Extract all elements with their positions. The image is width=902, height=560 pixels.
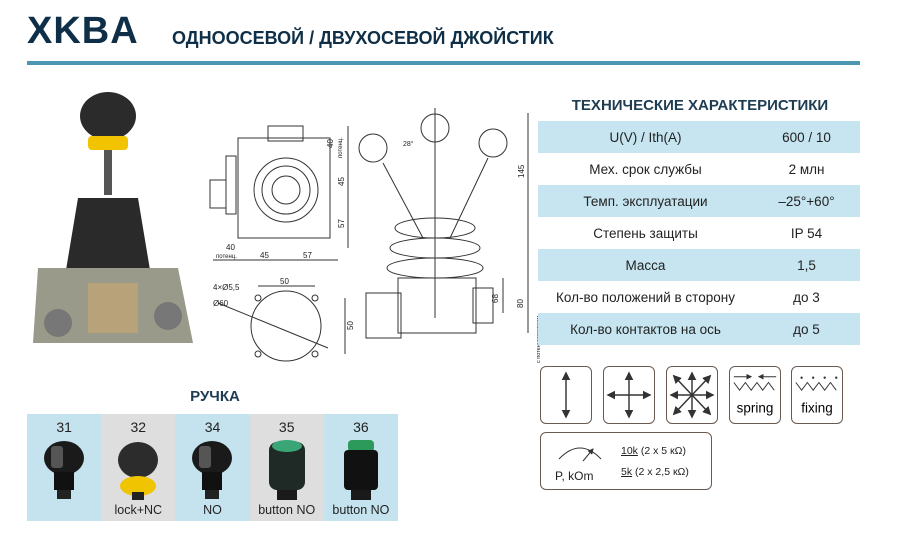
- dim-68: 68: [491, 294, 500, 303]
- one-axis-icon: [540, 366, 592, 424]
- spec-key: Масса: [625, 257, 666, 273]
- dim-57: 57: [303, 251, 312, 260]
- dim-50-h: 50: [346, 321, 355, 330]
- spec-row: Степень защиты IP 54: [538, 217, 860, 249]
- spring-label: spring: [737, 400, 774, 415]
- handle-36: 36 button NO: [323, 414, 399, 521]
- spec-key: Кол-во контактов на ось: [570, 321, 721, 337]
- dim-45: 45: [260, 251, 269, 260]
- handle-caption: button NO: [332, 503, 390, 517]
- spec-row: U(V) / Ith(A) 600 / 10: [538, 121, 860, 153]
- opt1-value: 10k: [621, 445, 638, 457]
- handle-number: 35: [278, 419, 295, 435]
- fixing-icon: fixing: [791, 366, 843, 424]
- spec-row: Темп. эксплуатации –25°+60°: [538, 185, 860, 217]
- handle-number: 32: [130, 419, 147, 435]
- spec-key: Кол-во положений в сторону: [556, 289, 735, 305]
- spec-key: Степень защиты: [593, 225, 698, 241]
- handle-number: 34: [204, 419, 221, 435]
- potentiometer-box: P, kOm 10k (2 x 5 кΩ) 5k (2 x 2,5 кΩ): [540, 432, 712, 490]
- fixing-label: fixing: [801, 400, 832, 415]
- product-title: XKBA: [27, 10, 139, 52]
- handle-32: 32 lock+NC: [101, 414, 176, 521]
- handle-image: [44, 441, 84, 499]
- spec-key: Мех. срок службы: [589, 161, 702, 177]
- spec-row: Кол-во положений в сторону до 3: [538, 281, 860, 313]
- spec-key: Темп. эксплуатации: [583, 193, 708, 209]
- opt2-desc: (2 x 2,5 кΩ): [635, 466, 689, 478]
- product-subtitle: ОДНООСЕВОЙ / ДВУХОСЕВОЙ ДЖОЙСТИК: [172, 28, 554, 48]
- dim-poten: потенц.: [216, 254, 237, 260]
- dimension-drawings: 40 потенц. 45 57 40 потенц. 45 57 50 4×Ø…: [209, 108, 542, 363]
- spec-value: 2 млн: [788, 161, 825, 177]
- dim-poten-top: потенц.: [338, 137, 344, 158]
- spec-value: –25°+60°: [778, 193, 835, 209]
- handle-caption: lock+NC: [114, 503, 163, 517]
- dim-145: 145: [517, 164, 526, 178]
- opt2-value: 5k: [621, 466, 633, 478]
- header-divider: [27, 61, 860, 65]
- handle-image: [268, 440, 305, 500]
- spec-row: Масса 1,5: [538, 249, 860, 281]
- resistance-label: P, kOm: [555, 469, 594, 483]
- handle-35: 35 button NO: [249, 414, 324, 521]
- handle-image: [192, 441, 233, 499]
- handles-title: РУЧКА: [190, 388, 240, 405]
- handle-caption: button NO: [258, 503, 316, 517]
- dim-80: 80: [516, 299, 525, 308]
- spec-value: 600 / 10: [782, 129, 831, 145]
- spec-value: до 5: [793, 321, 820, 337]
- dim-angle: 28°: [403, 140, 414, 148]
- dim-50-w: 50: [280, 277, 289, 286]
- spec-value: IP 54: [790, 225, 823, 241]
- spec-value: до 3: [793, 289, 820, 305]
- handle-caption: NO: [203, 503, 222, 517]
- joystick-photo: [33, 92, 193, 343]
- spring-return-icon: spring: [729, 366, 781, 424]
- spec-table: U(V) / Ith(A) 600 / 10 Мех. срок службы 2 …: [538, 121, 860, 345]
- handle-number: 36: [353, 419, 369, 435]
- dim-dia: Ø60: [213, 299, 229, 308]
- dim-40: 40: [226, 243, 235, 252]
- handle-number: 31: [56, 419, 72, 435]
- spec-title: ТЕХНИЧЕСКИЕ ХАРАКТЕРИСТИКИ: [571, 97, 829, 114]
- opt1-desc: (2 x 5 кΩ): [640, 445, 686, 457]
- dim-holes: 4×Ø5,5: [213, 283, 240, 292]
- spec-row: Кол-во контактов на ось до 5: [538, 313, 860, 345]
- spec-key: U(V) / Ith(A): [609, 129, 682, 145]
- two-axis-icon: [603, 366, 655, 424]
- eight-direction-icon: [666, 366, 718, 424]
- handle-image: [343, 440, 378, 500]
- handle-31: 31: [27, 414, 102, 521]
- gauge-icon: [558, 447, 602, 462]
- handle-image: [118, 442, 159, 500]
- dim-45-v: 45: [337, 177, 346, 186]
- dim-57-v: 57: [337, 219, 346, 228]
- dim-40-top: 40: [326, 139, 335, 148]
- spec-value: 1,5: [797, 257, 816, 273]
- spec-row: Мех. срок службы 2 млн: [538, 153, 860, 185]
